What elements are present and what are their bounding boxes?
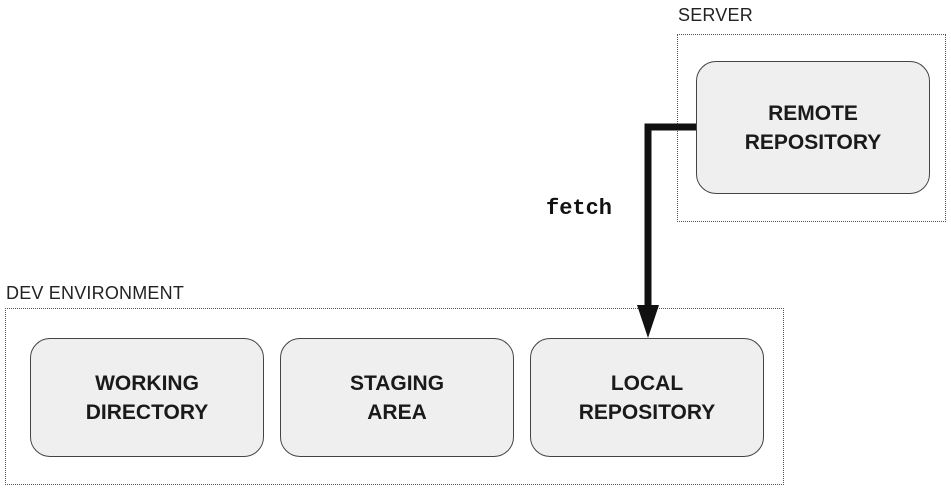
fetch-arrow-line (644, 123, 696, 310)
remote-repository-label: REMOTE REPOSITORY (744, 101, 882, 154)
working-directory-node: WORKING DIRECTORY (30, 338, 264, 457)
server-group-label: SERVER (678, 5, 753, 25)
dev-environment-group-label: DEV ENVIRONMENT (6, 283, 185, 303)
local-repository-node: LOCAL REPOSITORY (530, 338, 764, 457)
staging-area-node: STAGING AREA (280, 338, 514, 457)
dev-environment-group-box (5, 308, 784, 485)
remote-repository-node: REMOTE REPOSITORY (696, 61, 930, 194)
fetch-arrow-head (637, 305, 659, 338)
working-directory-label: WORKING DIRECTORY (85, 371, 209, 424)
fetch-edge-label: fetch (546, 196, 613, 221)
staging-area-label: STAGING AREA (349, 371, 445, 424)
local-repository-label: LOCAL REPOSITORY (578, 371, 716, 424)
